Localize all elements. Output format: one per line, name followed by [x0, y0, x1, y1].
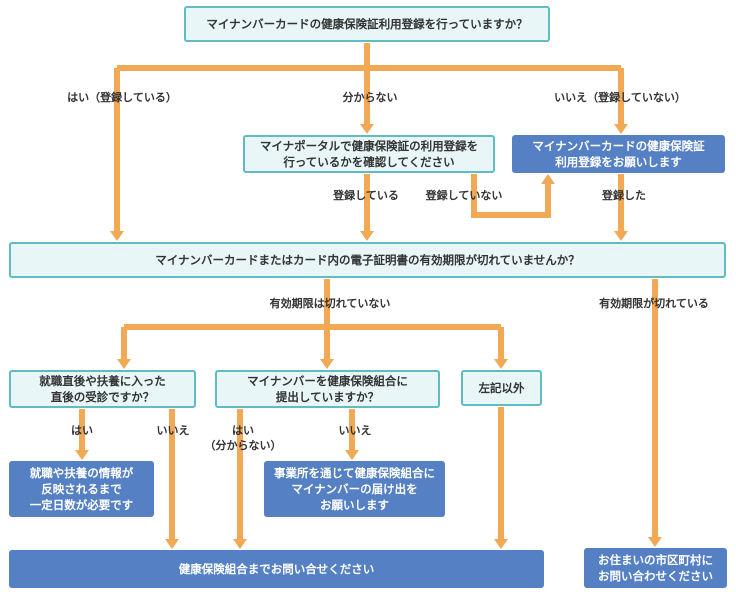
label-yes-unknown: はい （分からない） — [204, 424, 282, 452]
question-registered: マイナンバーカードの健康保険証利用登録を行っていますか？ — [184, 6, 550, 42]
arrow-not-registered-head — [541, 174, 555, 184]
answer-contact-city: お住まいの市区町村に お問い合わせください — [584, 548, 727, 588]
arrow-not-registered — [471, 174, 551, 218]
arrow-no-registered-head — [614, 124, 628, 134]
answer-register: マイナンバーカードの健康保険証 利用登録をお願いします — [512, 135, 725, 173]
label-did-register: 登録した — [602, 189, 646, 202]
arrow-did-register-head — [614, 231, 628, 241]
arrow-unknown-head — [360, 124, 374, 134]
question-expired: マイナンバーカードまたはカード内の電子証明書の有効期限が切れていませんか？ — [9, 242, 726, 278]
question-other: 左記以外 — [461, 370, 542, 406]
arrow-no-1-head — [165, 539, 179, 549]
label-expired: 有効期限が切れている — [599, 297, 709, 310]
label-no-2: いいえ — [338, 424, 372, 437]
label-unknown: 分からない — [342, 91, 398, 104]
arrow-yes-registered-head — [110, 231, 124, 241]
answer-wait: 就職や扶養の情報が 反映されるまで 一定日数が必要です — [9, 461, 154, 517]
label-yes-1: はい — [71, 424, 93, 437]
arrow-to-just-employed-head — [117, 359, 131, 369]
label-not-expired: 有効期限は切れていない — [269, 297, 391, 310]
arrow-registered-head — [360, 231, 374, 241]
arrow-yes-1-head — [75, 450, 89, 460]
arrow-other-head — [494, 539, 508, 549]
label-no-registered: いいえ（登録していない） — [554, 91, 686, 104]
answer-submit: 事業所を通じて健康保険組合に マイナンバーの届け出を お願いします — [264, 461, 445, 517]
arrow-to-submitted-head — [320, 359, 334, 369]
arrow-expired-head — [648, 537, 662, 547]
question-portal-check: マイナポータルで健康保険証の利用登録を 行っているかを確認してください — [243, 135, 495, 173]
label-not-registered: 登録していない — [425, 189, 503, 202]
label-yes-registered: はい（登録している） — [67, 91, 177, 104]
label-no-1: いいえ — [156, 424, 190, 437]
question-just-employed: 就職直後や扶養に入った 直後の受診ですか？ — [9, 370, 196, 408]
arrow-yes-unknown-head — [233, 539, 247, 549]
answer-contact-union: 健康保険組合までお問い合せください — [9, 550, 544, 588]
label-registered: 登録している — [333, 189, 399, 202]
arrow-to-other-head — [494, 359, 508, 369]
question-submitted: マイナンバーを健康保険組合に 提出していますか？ — [215, 370, 440, 408]
arrow-no-2-head — [345, 450, 359, 460]
